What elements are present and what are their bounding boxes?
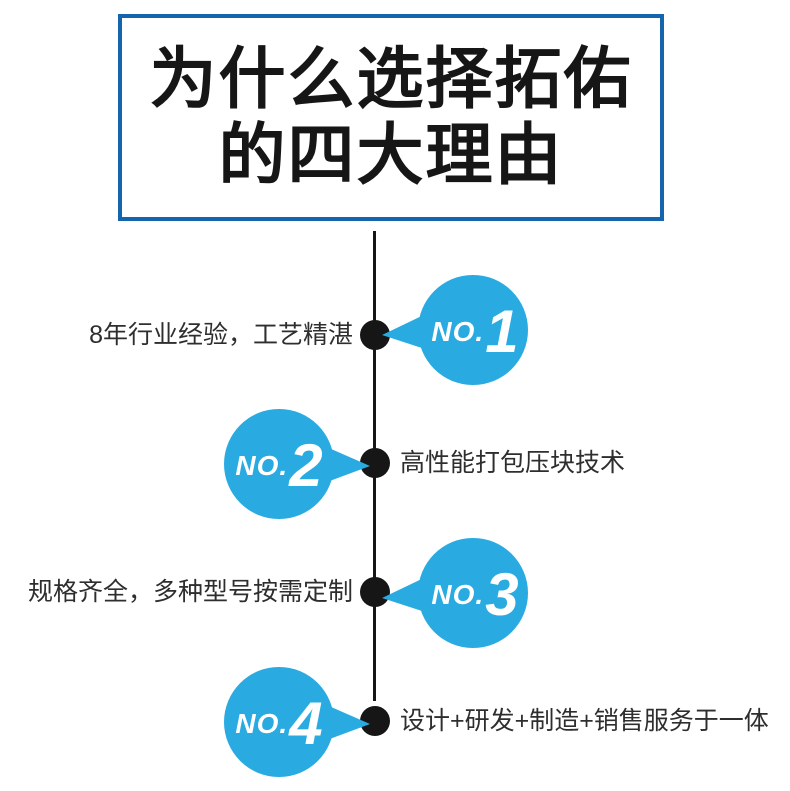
timeline-dot-icon (360, 448, 390, 478)
badge-no3: NO.3 (380, 535, 530, 651)
badge-number: 1 (485, 298, 519, 365)
speech-bubble-icon (224, 667, 370, 777)
reason-text-2: 高性能打包压块技术 (400, 449, 626, 477)
page-title-line-2: 的四大理由 (218, 117, 564, 193)
reason-text-1: 8年行业经验，工艺精湛 (89, 321, 353, 349)
badge-label: NO.4 (224, 664, 334, 780)
badge-prefix: NO. (235, 708, 289, 739)
speech-bubble-icon (382, 275, 528, 385)
title-box: 为什么选择拓佑 的四大理由 (118, 14, 664, 221)
badge-no1: NO.1 (380, 272, 530, 388)
badge-number: 2 (289, 432, 323, 499)
badge-no2: NO.2 (222, 406, 372, 522)
badge-prefix: NO. (235, 450, 289, 481)
speech-bubble-icon (224, 409, 370, 519)
badge-number: 4 (289, 690, 323, 757)
badge-prefix: NO. (431, 579, 485, 610)
badge-prefix: NO. (431, 316, 485, 347)
speech-bubble-icon (382, 538, 528, 648)
reason-text-4: 设计+研发+制造+销售服务于一体 (400, 707, 769, 735)
badge-label: NO.1 (420, 272, 530, 388)
timeline-dot-icon (360, 706, 390, 736)
badge-number: 3 (485, 561, 519, 628)
timeline-dot-icon (360, 577, 390, 607)
badge-label: NO.3 (420, 535, 530, 651)
page-title-line-1: 为什么选择拓佑 (149, 42, 633, 118)
badge-label: NO.2 (224, 406, 334, 522)
badge-no4: NO.4 (222, 664, 372, 780)
reason-text-3: 规格齐全，多种型号按需定制 (27, 578, 353, 606)
